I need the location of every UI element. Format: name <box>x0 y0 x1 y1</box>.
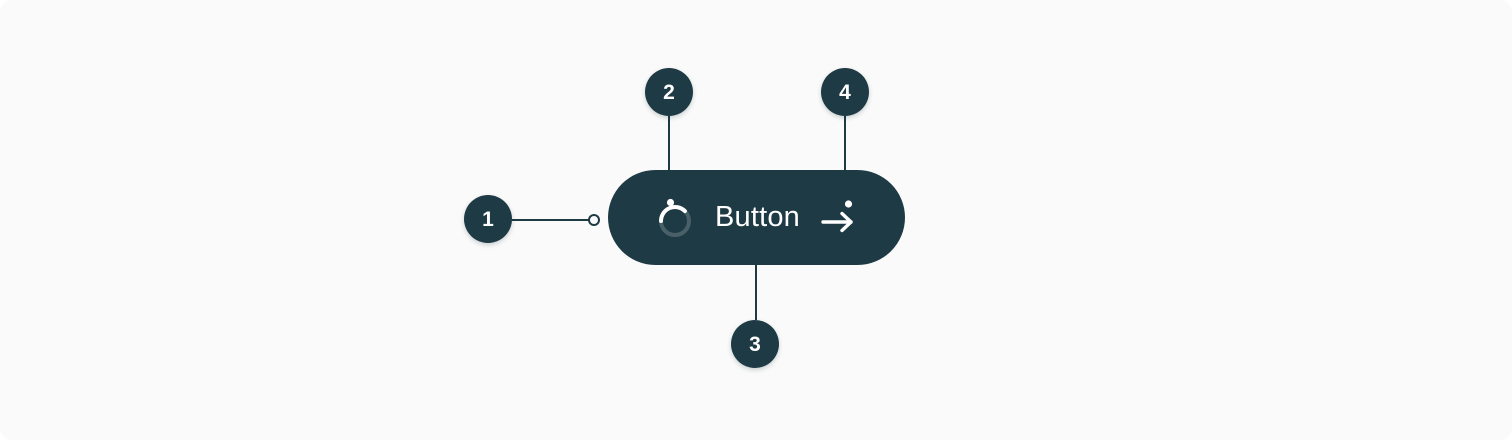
demo-button-label: Button <box>714 201 801 233</box>
callout-badge-2[interactable]: 2 <box>645 68 693 116</box>
arrow-right-icon <box>821 199 853 232</box>
callout-badge-1-number: 1 <box>482 207 494 231</box>
callout-connector-1 <box>512 219 590 221</box>
callout-badge-4-number: 4 <box>839 80 851 104</box>
callout-badge-3-number: 3 <box>749 332 761 356</box>
callout-connector-2 <box>668 116 670 174</box>
callout-badge-3[interactable]: 3 <box>731 320 779 368</box>
callout-endpoint-ring-1 <box>588 214 600 226</box>
callout-connector-4 <box>844 116 846 174</box>
callout-badge-4[interactable]: 4 <box>821 68 869 116</box>
demo-button[interactable]: Button <box>608 170 905 265</box>
callout-badge-2-number: 2 <box>663 80 675 104</box>
callout-connector-3 <box>755 262 757 320</box>
callout-badge-1[interactable]: 1 <box>464 195 512 243</box>
spinner-icon <box>658 198 691 237</box>
